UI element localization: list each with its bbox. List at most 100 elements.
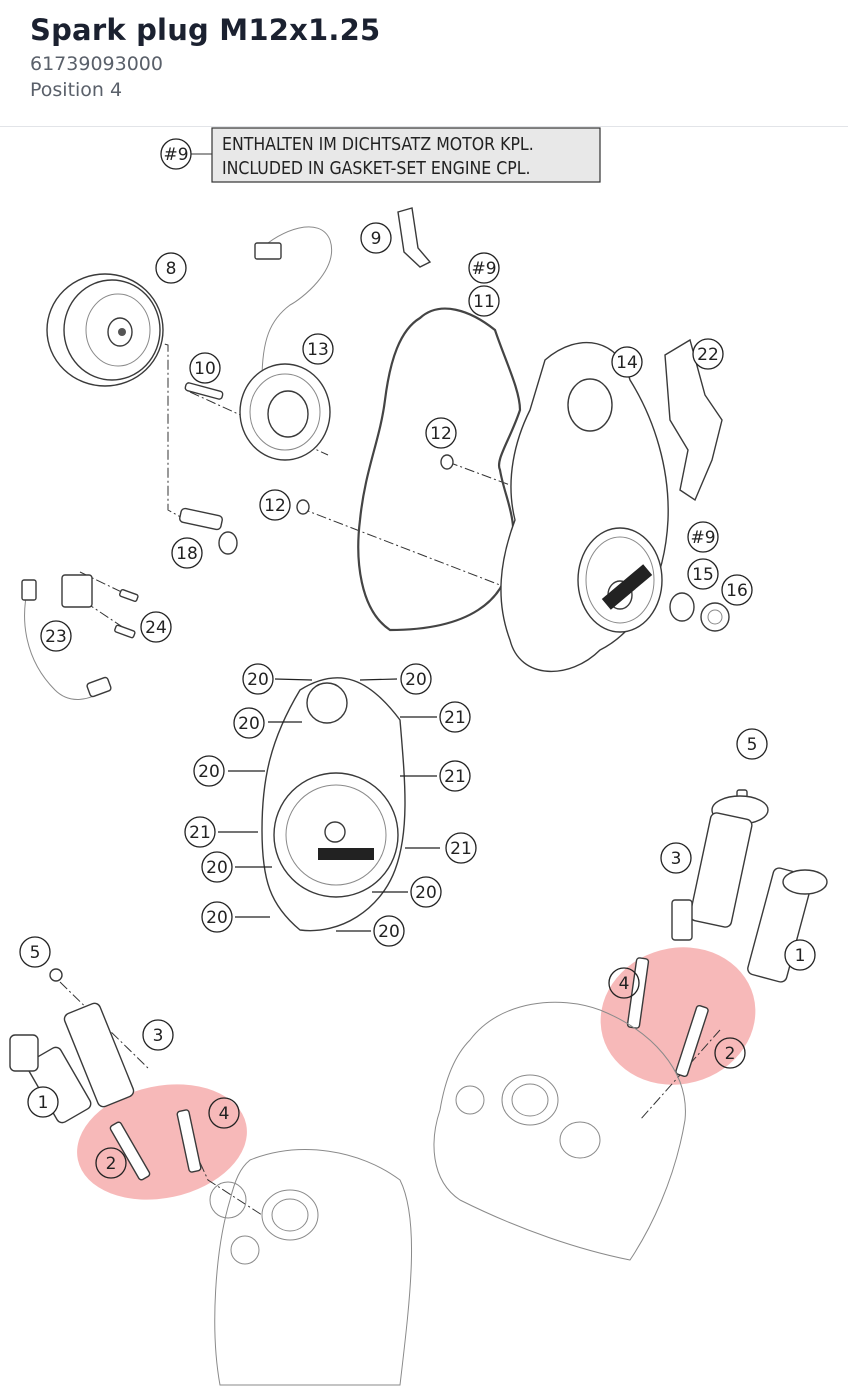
callout-21d[interactable]: 21 bbox=[445, 832, 477, 864]
svg-text:20: 20 bbox=[378, 922, 400, 942]
flywheel bbox=[46, 273, 164, 387]
clip-part bbox=[397, 207, 432, 268]
callout-5-left[interactable]: 5 bbox=[19, 936, 51, 968]
svg-text:13: 13 bbox=[307, 340, 329, 360]
callout-23[interactable]: 23 bbox=[40, 620, 72, 652]
svg-text:21: 21 bbox=[189, 823, 211, 843]
spark-plug-right-position-2 bbox=[675, 1004, 709, 1078]
exploded-parts-diagram: ENTHALTEN IM DICHTSATZ MOTOR KPL. INCLUD… bbox=[9, 127, 828, 1386]
callout-18[interactable]: 18 bbox=[171, 537, 203, 569]
part-header: Spark plug M12x1.25 61739093000 Position… bbox=[0, 0, 848, 127]
callout-20e[interactable]: 20 bbox=[201, 851, 233, 883]
svg-text:2: 2 bbox=[106, 1154, 117, 1174]
callout-9b[interactable]: #9 bbox=[468, 252, 500, 284]
callout-11[interactable]: 11 bbox=[468, 285, 500, 317]
callout-8[interactable]: 8 bbox=[155, 252, 187, 284]
callout-15[interactable]: 15 bbox=[687, 558, 719, 590]
spark-plug-left-position-4 bbox=[176, 1109, 202, 1173]
svg-text:3: 3 bbox=[671, 849, 682, 869]
cylinder-head-left bbox=[209, 1149, 413, 1386]
callout-2-right[interactable]: 2 bbox=[714, 1037, 746, 1069]
svg-text:8: 8 bbox=[166, 259, 177, 279]
callout-12a[interactable]: 12 bbox=[425, 417, 457, 449]
svg-text:20: 20 bbox=[206, 858, 228, 878]
callout-3-left[interactable]: 3 bbox=[142, 1019, 174, 1051]
svg-text:10: 10 bbox=[194, 359, 216, 379]
svg-text:15: 15 bbox=[692, 565, 714, 585]
svg-text:9: 9 bbox=[371, 229, 382, 249]
callout-note-9[interactable]: #9 bbox=[160, 138, 192, 170]
svg-text:21: 21 bbox=[444, 767, 466, 787]
bolt-leader-lines bbox=[218, 678, 440, 932]
part-number: 61739093000 bbox=[30, 53, 163, 75]
callout-20c[interactable]: 20 bbox=[233, 707, 265, 739]
callout-9c[interactable]: #9 bbox=[687, 521, 719, 553]
svg-text:20: 20 bbox=[198, 762, 220, 782]
callout-5-right[interactable]: 5 bbox=[736, 728, 768, 760]
svg-text:5: 5 bbox=[30, 943, 41, 963]
svg-text:18: 18 bbox=[176, 544, 198, 564]
svg-text:20: 20 bbox=[206, 908, 228, 928]
svg-text:12: 12 bbox=[430, 424, 452, 444]
callout-4-right[interactable]: 4 bbox=[608, 967, 640, 999]
svg-text:1: 1 bbox=[38, 1093, 49, 1113]
svg-text:4: 4 bbox=[619, 974, 630, 994]
callout-12b[interactable]: 12 bbox=[259, 489, 291, 521]
callout-20h[interactable]: 20 bbox=[373, 915, 405, 947]
callout-21b[interactable]: 21 bbox=[439, 760, 471, 792]
callout-20f[interactable]: 20 bbox=[410, 876, 442, 908]
callout-21a[interactable]: 21 bbox=[439, 701, 471, 733]
svg-text:20: 20 bbox=[247, 670, 269, 690]
svg-text:3: 3 bbox=[153, 1026, 164, 1046]
svg-text:4: 4 bbox=[219, 1104, 230, 1124]
svg-text:1: 1 bbox=[795, 946, 806, 966]
callout-20b[interactable]: 20 bbox=[400, 663, 432, 695]
small-hardware bbox=[179, 382, 730, 632]
callout-24[interactable]: 24 bbox=[140, 611, 172, 643]
stator bbox=[239, 226, 333, 461]
svg-text:#9: #9 bbox=[163, 145, 188, 165]
small-cover bbox=[664, 338, 723, 502]
callout-4-left[interactable]: 4 bbox=[208, 1097, 240, 1129]
highlight-zone-left bbox=[77, 1084, 247, 1200]
svg-text:21: 21 bbox=[444, 708, 466, 728]
ignition-cover bbox=[500, 341, 669, 672]
svg-text:5: 5 bbox=[747, 735, 758, 755]
callout-3-right[interactable]: 3 bbox=[660, 842, 692, 874]
cylinder-head-right bbox=[433, 1001, 686, 1261]
cover-gasket bbox=[357, 307, 522, 632]
callout-1-right[interactable]: 1 bbox=[784, 939, 816, 971]
callout-16[interactable]: 16 bbox=[721, 574, 753, 606]
callout-9[interactable]: 9 bbox=[360, 222, 392, 254]
part-title: Spark plug M12x1.25 bbox=[30, 13, 381, 47]
svg-text:#9: #9 bbox=[690, 528, 715, 548]
callout-20a[interactable]: 20 bbox=[242, 663, 274, 695]
crank-sensor bbox=[21, 574, 139, 700]
svg-text:24: 24 bbox=[145, 618, 167, 638]
callout-10[interactable]: 10 bbox=[189, 352, 221, 384]
callout-21c[interactable]: 21 bbox=[184, 816, 216, 848]
callout-22[interactable]: 22 bbox=[692, 338, 724, 370]
svg-text:20: 20 bbox=[415, 883, 437, 903]
svg-text:23: 23 bbox=[45, 627, 67, 647]
callout-bubbles: #9 8 9 #9 11 13 10 14 22 12 12 18 #9 15 … bbox=[19, 138, 816, 1179]
svg-text:2: 2 bbox=[725, 1044, 736, 1064]
svg-text:#9: #9 bbox=[471, 259, 496, 279]
callout-13[interactable]: 13 bbox=[302, 333, 334, 365]
callout-2-left[interactable]: 2 bbox=[95, 1147, 127, 1179]
svg-text:22: 22 bbox=[697, 345, 719, 365]
svg-text:20: 20 bbox=[405, 670, 427, 690]
callout-20d[interactable]: 20 bbox=[193, 755, 225, 787]
ignition-coils-left bbox=[9, 968, 135, 1124]
svg-text:20: 20 bbox=[238, 714, 260, 734]
note-line-1: ENTHALTEN IM DICHTSATZ MOTOR KPL. bbox=[222, 135, 534, 155]
svg-text:21: 21 bbox=[450, 839, 472, 859]
callout-14[interactable]: 14 bbox=[611, 346, 643, 378]
svg-text:16: 16 bbox=[726, 581, 748, 601]
clutch-cover bbox=[261, 677, 406, 932]
note-line-2: INCLUDED IN GASKET-SET ENGINE CPL. bbox=[222, 159, 530, 179]
callout-20g[interactable]: 20 bbox=[201, 901, 233, 933]
svg-text:14: 14 bbox=[616, 353, 638, 373]
callout-1-left[interactable]: 1 bbox=[27, 1086, 59, 1118]
part-position: Position 4 bbox=[30, 79, 123, 101]
